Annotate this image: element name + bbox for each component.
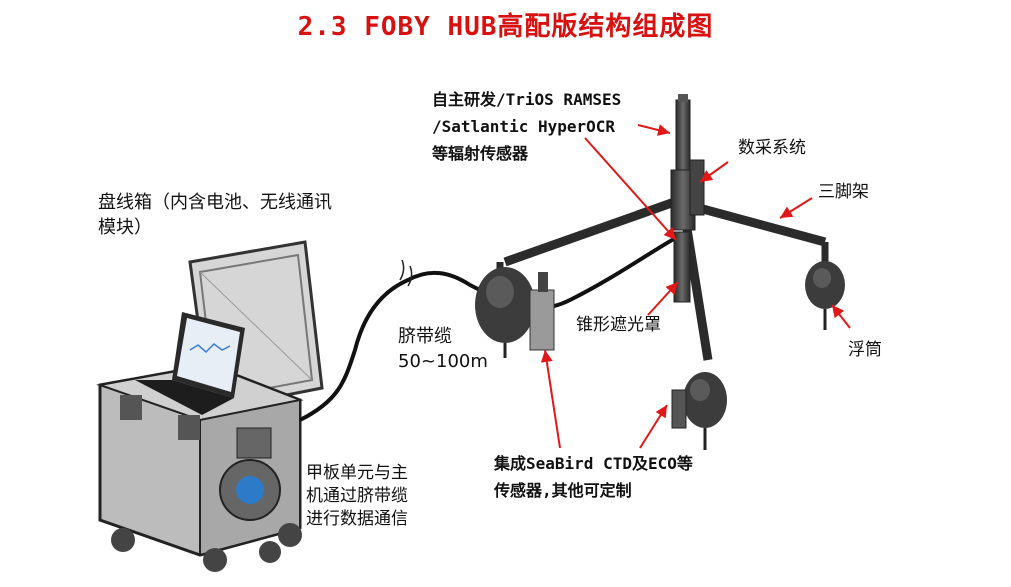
radiometer-label-line3: 等辐射传感器 <box>432 144 529 163</box>
left-float <box>475 267 555 358</box>
reel-box-label-line2: 模块） <box>98 217 152 238</box>
annotation-arrows <box>540 124 851 449</box>
umbilical-label: 脐带缆 50~100m <box>398 324 488 374</box>
mast <box>670 94 705 303</box>
umbilical-label-line1: 脐带缆 <box>398 326 452 347</box>
seabird-label-line2: 传感器,其他可定制 <box>494 481 632 500</box>
tripod-label: 三脚架 <box>818 182 869 202</box>
seabird-label: 集成SeaBird CTD及ECO等 传感器,其他可定制 <box>494 450 693 504</box>
radiometer-label-line2: /Satlantic HyperOCR <box>432 117 616 136</box>
deck-unit-label-line3: 进行数据通信 <box>306 509 408 529</box>
radiometer-label: 自主研发/TriOS RAMSES /Satlantic HyperOCR 等辐… <box>432 86 621 167</box>
reel-box-label-line1: 盘线箱（内含电池、无线通讯 <box>98 192 332 213</box>
right-float <box>805 261 845 330</box>
radiometer-label-line1: 自主研发/TriOS RAMSES <box>432 90 622 109</box>
cone-shade-label: 锥形遮光罩 <box>576 315 661 335</box>
reel-box <box>96 240 324 572</box>
umbilical-cable <box>299 228 691 422</box>
deck-unit-label-line1: 甲板单元与主 <box>306 463 408 483</box>
laptop <box>135 312 245 415</box>
bottom-float <box>671 372 727 450</box>
reel-box-label: 盘线箱（内含电池、无线通讯 模块） <box>98 190 332 240</box>
daq-label: 数采系统 <box>738 138 806 158</box>
umbilical-label-line2: 50~100m <box>398 351 488 372</box>
deck-unit-label: 甲板单元与主 机通过脐带缆 进行数据通信 <box>306 462 408 531</box>
float-label: 浮筒 <box>848 340 882 360</box>
deck-unit-label-line2: 机通过脐带缆 <box>306 486 408 506</box>
seabird-label-line1: 集成SeaBird CTD及ECO等 <box>494 454 693 473</box>
page-title: 2.3 FOBY HUB高配版结构组成图 <box>297 12 714 42</box>
